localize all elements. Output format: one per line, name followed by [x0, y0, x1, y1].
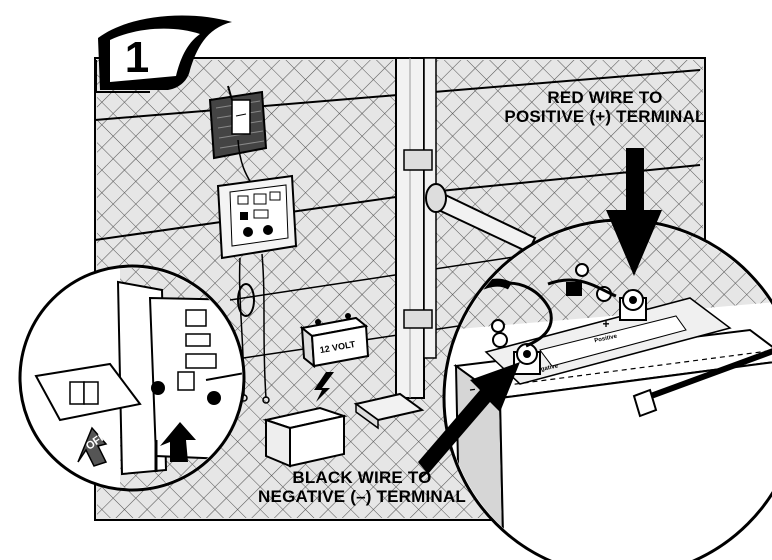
black-wire-callout-line2: NEGATIVE (–) TERMINAL: [232, 487, 492, 506]
red-wire-callout-line1: RED WIRE TO: [470, 88, 740, 107]
black-wire-callout: BLACK WIRE TO NEGATIVE (–) TERMINAL: [232, 468, 492, 506]
black-wire-callout-line1: BLACK WIRE TO: [232, 468, 492, 487]
step-number: 1: [112, 34, 162, 82]
red-wire-callout: RED WIRE TO POSITIVE (+) TERMINAL: [470, 88, 740, 126]
red-wire-callout-line2: POSITIVE (+) TERMINAL: [470, 107, 740, 126]
positive-sign: +: [602, 317, 609, 331]
